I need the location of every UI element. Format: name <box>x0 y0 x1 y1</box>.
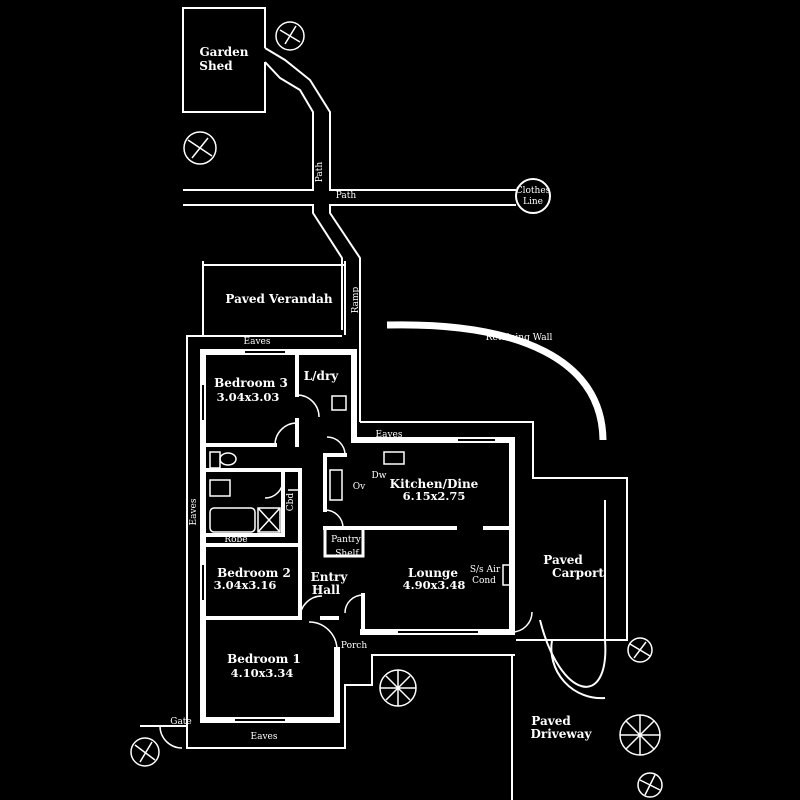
tree-icon <box>130 737 160 767</box>
eaves-top-label: Eaves <box>244 337 271 347</box>
lounge-name: Lounge <box>408 566 458 580</box>
carport-lines <box>140 500 607 800</box>
bedroom1-dims: 4.10x3.34 <box>231 666 294 680</box>
bedroom2-name: Bedroom 2 <box>217 566 291 580</box>
bedroom3-dims: 3.04x3.03 <box>217 390 280 404</box>
ramp-label: Ramp <box>351 286 361 313</box>
air-cond-label-1: S/s Air <box>470 565 501 575</box>
eaves-bottom-label: Eaves <box>251 732 278 742</box>
tree-icon <box>627 637 653 663</box>
windows <box>202 351 495 721</box>
driveway-label-2: Driveway <box>531 727 593 741</box>
air-conditioner <box>502 564 513 586</box>
verandah-outline <box>202 261 346 335</box>
kitchen-name: Kitchen/Dine <box>390 477 479 491</box>
bath <box>209 507 256 533</box>
entry-hall-label-2: Hall <box>312 583 341 597</box>
lounge-dims: 4.90x3.48 <box>403 578 466 592</box>
clothes-line-label-1: Clothes <box>516 186 551 196</box>
kitchen-sink <box>383 451 405 465</box>
dishwasher-label: Dw <box>372 471 387 481</box>
gate-label: Gate <box>170 717 192 727</box>
retaining-wall-label: Retaining Wall <box>486 333 553 343</box>
fixtures <box>209 395 513 586</box>
garden-shed <box>182 7 266 113</box>
vanity <box>209 479 231 497</box>
tree-icon <box>183 131 217 165</box>
entry-hall-label-1: Entry <box>311 570 349 584</box>
shower <box>257 507 281 533</box>
path-vertical-label: Path <box>315 162 325 183</box>
carport-label-1: Paved <box>543 553 583 567</box>
retaining-wall <box>386 321 607 441</box>
path-horizontal-label: Path <box>336 191 357 201</box>
garden-shed-label-2: Shed <box>199 59 233 73</box>
laundry-tub <box>331 395 347 411</box>
eaves-line <box>186 335 628 749</box>
laundry-label: L/dry <box>304 369 340 383</box>
eaves-kitchen-label: Eaves <box>376 430 403 440</box>
carport-label-2: Carport <box>552 566 604 580</box>
path-lines <box>183 47 516 422</box>
oven-label: Ov <box>353 482 366 492</box>
oven <box>329 469 343 501</box>
driveway-label-1: Paved <box>531 714 571 728</box>
robe-label: Robe <box>224 535 247 545</box>
eaves-side-label: Eaves <box>189 498 199 525</box>
pantry-label: Pantry <box>331 535 362 545</box>
toilet-bowl <box>219 452 237 466</box>
clothes-line-label-2: Line <box>523 197 543 207</box>
bedroom3-name: Bedroom 3 <box>214 376 288 390</box>
shelf-label: Shelf <box>335 549 359 559</box>
tree-icon <box>379 669 417 707</box>
cupboard-label: Cbd <box>286 493 296 512</box>
bedroom1-name: Bedroom 1 <box>227 652 301 666</box>
air-cond-label-2: Cond <box>472 576 496 586</box>
tree-icon <box>275 21 305 51</box>
verandah-label: Paved Verandah <box>225 292 332 306</box>
kitchen-dims: 6.15x2.75 <box>403 489 466 503</box>
tree-icon <box>619 714 661 756</box>
bedroom2-dims: 3.04x3.16 <box>214 578 277 592</box>
clothes-line <box>515 178 551 214</box>
garden-shed-label-1: Garden <box>199 45 248 59</box>
porch-label: Porch <box>341 641 367 651</box>
tree-icon <box>637 772 663 798</box>
